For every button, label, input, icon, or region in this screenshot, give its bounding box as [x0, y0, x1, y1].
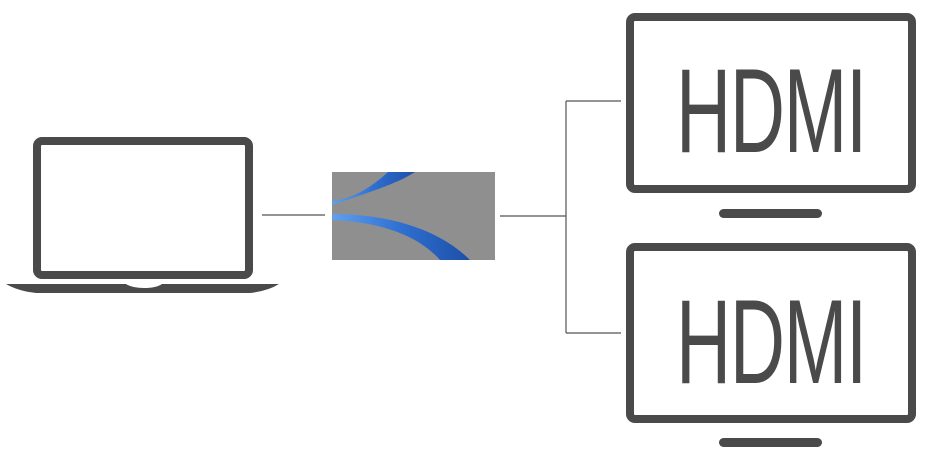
splitter-output-lines: [500, 100, 621, 334]
monitor-stand: [719, 438, 822, 447]
hdmi-splitter-icon: [332, 172, 495, 260]
monitor-2-label: HDMI: [676, 275, 866, 409]
monitor-1-label: HDMI: [676, 44, 866, 178]
laptop-icon: [6, 137, 279, 293]
monitor-icon: HDMI: [626, 13, 916, 218]
monitor-icon: HDMI: [626, 243, 916, 447]
monitor-stand: [719, 209, 822, 218]
